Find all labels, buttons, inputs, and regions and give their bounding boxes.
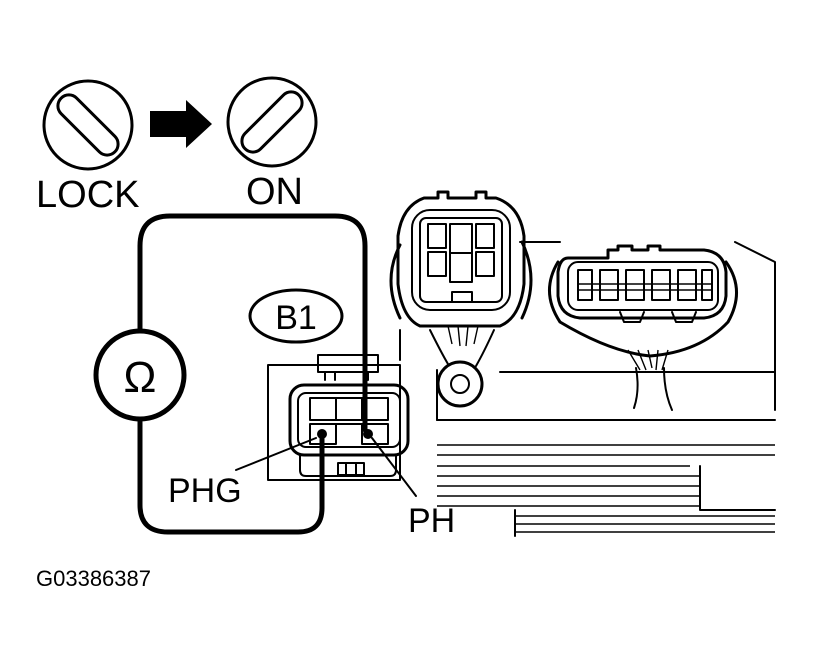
meter-wire bbox=[137, 213, 368, 535]
sensor-plug bbox=[389, 190, 533, 408]
ph-label: PH bbox=[408, 502, 455, 540]
connector-callout: B1 bbox=[248, 288, 344, 344]
lock-label: LOCK bbox=[36, 174, 139, 216]
ignition-lock-icon bbox=[42, 79, 134, 171]
ohm-symbol: Ω bbox=[124, 353, 157, 402]
figure-code: G03386387 bbox=[36, 566, 151, 591]
b1-connector bbox=[267, 354, 410, 481]
phg-leader bbox=[235, 437, 317, 471]
on-label: ON bbox=[246, 171, 303, 213]
ignition-on-icon bbox=[226, 76, 318, 168]
phg-label: PHG bbox=[168, 472, 242, 510]
connector-label: B1 bbox=[275, 299, 317, 337]
phg-probe-point bbox=[317, 429, 327, 439]
ph-probe-point bbox=[363, 429, 373, 439]
ph-leader bbox=[371, 437, 417, 497]
ohmmeter-icon: Ω bbox=[93, 328, 187, 422]
harness-connector bbox=[548, 244, 738, 411]
arrow-right-icon bbox=[150, 100, 212, 148]
